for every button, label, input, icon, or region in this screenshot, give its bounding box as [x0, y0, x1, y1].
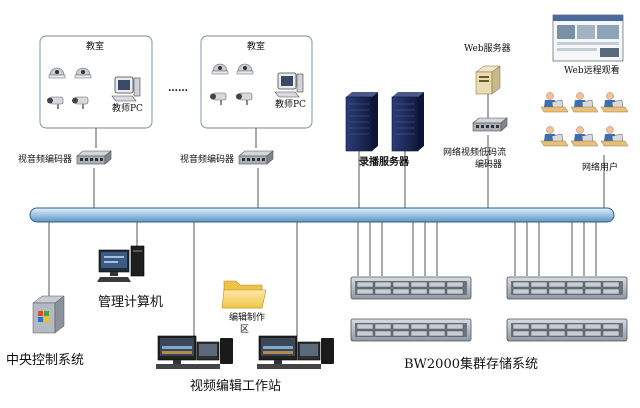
network-users-label: 网络用户 — [582, 163, 619, 173]
web-remote-label: Web远程观看 — [564, 66, 620, 76]
management-pc-label: 管理计算机 — [98, 295, 164, 310]
encoder-b-label: 视音频编码器 — [180, 155, 235, 165]
classroom-b-title: 教室 — [247, 42, 266, 52]
edit-area-label-1: 编辑制作 — [229, 313, 266, 323]
remote-view-screenshot — [552, 14, 624, 62]
network-backbone — [29, 207, 615, 223]
editing-workstation-label: 视频编辑工作站 — [190, 379, 282, 394]
classroom-b-pc-label: 教师PC — [275, 100, 306, 110]
editing-workstation-icon — [155, 335, 335, 370]
central-control-label: 中央控制系统 — [6, 353, 85, 368]
recording-servers-label: 录播服务器 — [359, 157, 409, 168]
storage-system-label: BW2000集群存储系统 — [404, 357, 538, 372]
web-server-icon — [475, 65, 501, 95]
web-server-label: Web服务器 — [464, 44, 511, 54]
encoder-a-label: 视音频编码器 — [18, 155, 73, 165]
classroom-a-pc-label: 教师PC — [112, 104, 143, 114]
low-bitrate-encoder-label-2: 编码器 — [475, 160, 503, 170]
folder-icon — [221, 280, 267, 309]
edit-area-label-2: 区 — [240, 325, 250, 335]
network-user-icon — [540, 92, 629, 147]
central-control-icon — [32, 295, 65, 334]
ellipsis: …… — [168, 83, 188, 94]
classroom-a-title: 教室 — [86, 42, 105, 52]
low-bitrate-encoder-label-1: 网络视频低码流 — [443, 148, 507, 158]
rack-server-icon — [345, 92, 424, 152]
storage-array-icon — [350, 276, 628, 342]
management-pc-icon — [97, 245, 145, 282]
